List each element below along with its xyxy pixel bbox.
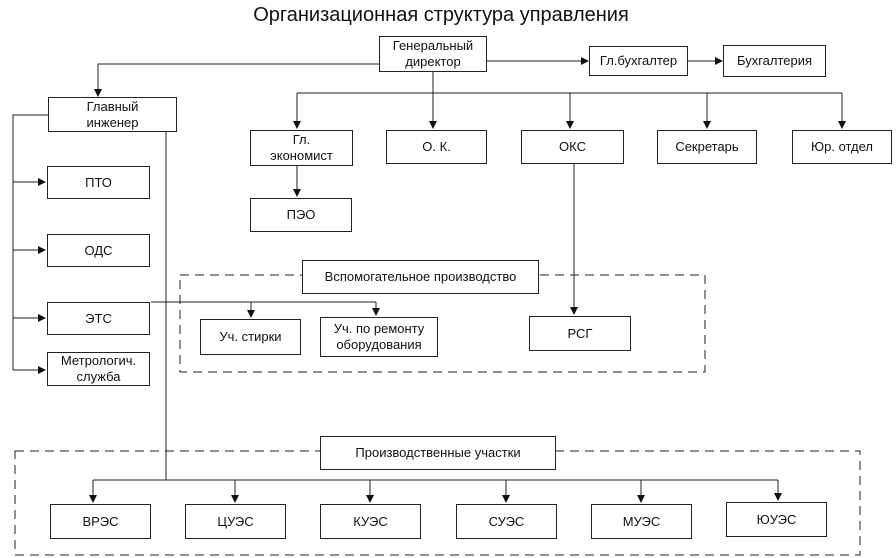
mues-label: МУЭС [622,513,661,529]
mues-box: МУЭС [591,504,692,539]
production-units-label: Производственные участки [355,445,521,460]
accounting-label: Бухгалтерия [736,53,813,68]
chief-accountant-label: Гл.бухгалтер [599,53,678,68]
general-director-label: Генеральный директор [392,38,474,69]
peo-label: ПЭО [286,207,316,222]
pto-box: ПТО [47,166,150,199]
chief-economist-label: Гл. экономист [270,132,333,163]
chief-economist-box: Гл. экономист [250,130,353,166]
washing-unit-label: Уч. стирки [219,329,282,344]
production-units-header: Производственные участки [320,436,556,470]
peo-box: ПЭО [250,198,352,232]
ods-label: ОДС [84,242,113,258]
chief-accountant-box: Гл.бухгалтер [589,46,688,76]
tsues-label: ЦУЭС [217,513,254,529]
yuues-label: ЮУЭС [756,511,797,527]
legal-department-label: Юр. отдел [810,139,874,154]
oks-box: ОКС [521,130,624,164]
chief-engineer-label: Главный инженер [86,98,139,130]
rsg-box: РСГ [529,316,631,351]
kues-box: КУЭС [320,504,421,539]
washing-unit-box: Уч. стирки [200,319,301,355]
ets-label: ЭТС [85,310,112,326]
metrology-service-label: Метрологич. служба [60,353,137,384]
rsg-label: РСГ [567,325,593,341]
vres-label: ВРЭС [82,513,119,529]
metrology-service-box: Метрологич. служба [47,352,150,386]
sues-box: СУЭС [456,504,557,539]
aux-production-label: Вспомогательное производство [324,269,517,284]
oks-label: ОКС [559,139,586,154]
yuues-box: ЮУЭС [726,502,827,537]
diagram-title: Организационная структура управления [253,4,629,26]
accounting-box: Бухгалтерия [723,45,826,77]
tsues-box: ЦУЭС [185,504,286,539]
sues-label: СУЭС [488,513,525,529]
kues-label: КУЭС [353,513,388,529]
vres-box: ВРЭС [50,504,151,539]
ods-box: ОДС [47,234,150,267]
ets-box: ЭТС [47,302,150,335]
legal-department-box: Юр. отдел [792,130,892,164]
pto-label: ПТО [85,174,112,190]
general-director-box: Генеральный директор [379,36,487,72]
repair-unit-box: Уч. по ремонту оборудования [320,317,438,357]
aux-production-header: Вспомогательное производство [302,260,539,294]
chief-engineer-box: Главный инженер [48,97,177,132]
secretary-label: Секретарь [675,139,739,154]
repair-unit-label: Уч. по ремонту оборудования [333,321,425,352]
hr-department-box: О. К. [386,130,487,164]
secretary-box: Секретарь [657,130,757,164]
hr-department-label: О. К. [422,139,451,154]
